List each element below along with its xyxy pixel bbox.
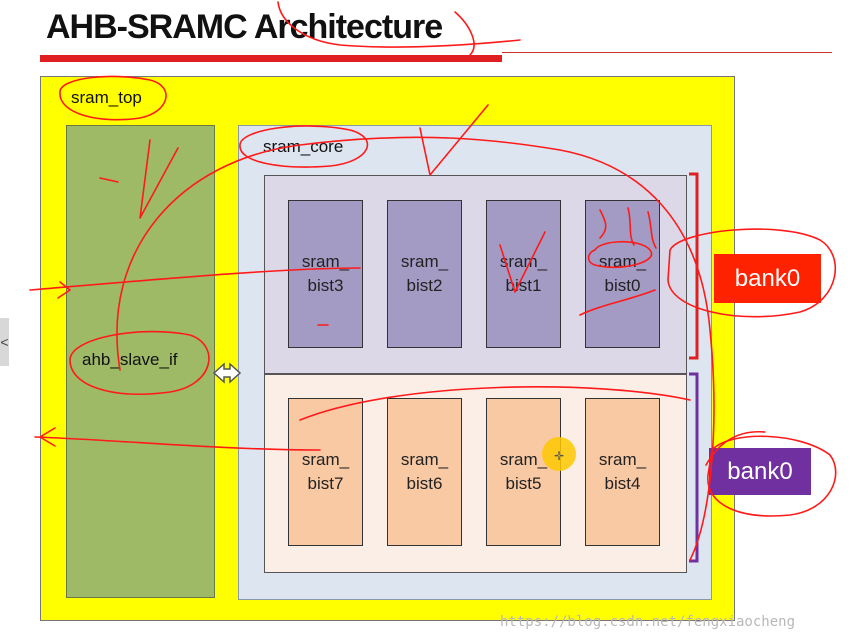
bist-label-line1: sram_ xyxy=(499,450,548,469)
bist-label-line1: sram_ xyxy=(301,450,350,469)
ahb-slave-if-block xyxy=(66,125,215,598)
bist-label-line2: bist7 xyxy=(307,474,344,493)
title-underline-bar xyxy=(40,55,502,62)
ahb-slave-if-label: ahb_slave_if xyxy=(82,350,178,369)
lower-bank-bracket xyxy=(689,372,699,563)
watermark-url: https://blog.csdn.net/fengxiaocheng xyxy=(500,614,796,630)
sram-bist7-block: sram_ bist7 xyxy=(288,398,363,546)
sram-bist4-block: sram_ bist4 xyxy=(585,398,660,546)
page-title: AHB-SRAMC Architecture xyxy=(46,8,443,46)
bist-label-line2: bist4 xyxy=(604,474,641,493)
title-rule-line xyxy=(502,52,832,53)
cursor-crosshair-icon: ✛ xyxy=(554,449,565,463)
bank0-upper-badge: bank0 xyxy=(714,254,821,303)
bist-label-line2: bist5 xyxy=(505,474,542,493)
bist-label-line1: sram_ xyxy=(301,252,350,271)
bist-label-line2: bist6 xyxy=(406,474,443,493)
bist-label-line1: sram_ xyxy=(598,450,647,469)
sram-bist6-block: sram_ bist6 xyxy=(387,398,462,546)
bist-label-line1: sram_ xyxy=(499,252,548,271)
sram-bist2-block: sram_ bist2 xyxy=(387,200,462,348)
side-panel-tab[interactable]: < xyxy=(0,318,9,366)
bist-label-line1: sram_ xyxy=(400,252,449,271)
bank0-lower-badge: bank0 xyxy=(709,448,811,495)
sram-top-label: sram_top xyxy=(71,88,142,107)
sram-bist3-block: sram_ bist3 xyxy=(288,200,363,348)
bist-label-line2: bist0 xyxy=(604,276,641,295)
bidirectional-arrow-icon xyxy=(212,362,242,384)
sram-bist0-block: sram_ bist0 xyxy=(585,200,660,348)
bist-label-line1: sram_ xyxy=(598,252,647,271)
sram-bist5-block: sram_ bist5 xyxy=(486,398,561,546)
bist-label-line2: bist3 xyxy=(307,276,344,295)
bist-label-line2: bist2 xyxy=(406,276,443,295)
bist-label-line1: sram_ xyxy=(400,450,449,469)
cursor-highlight xyxy=(542,437,576,471)
